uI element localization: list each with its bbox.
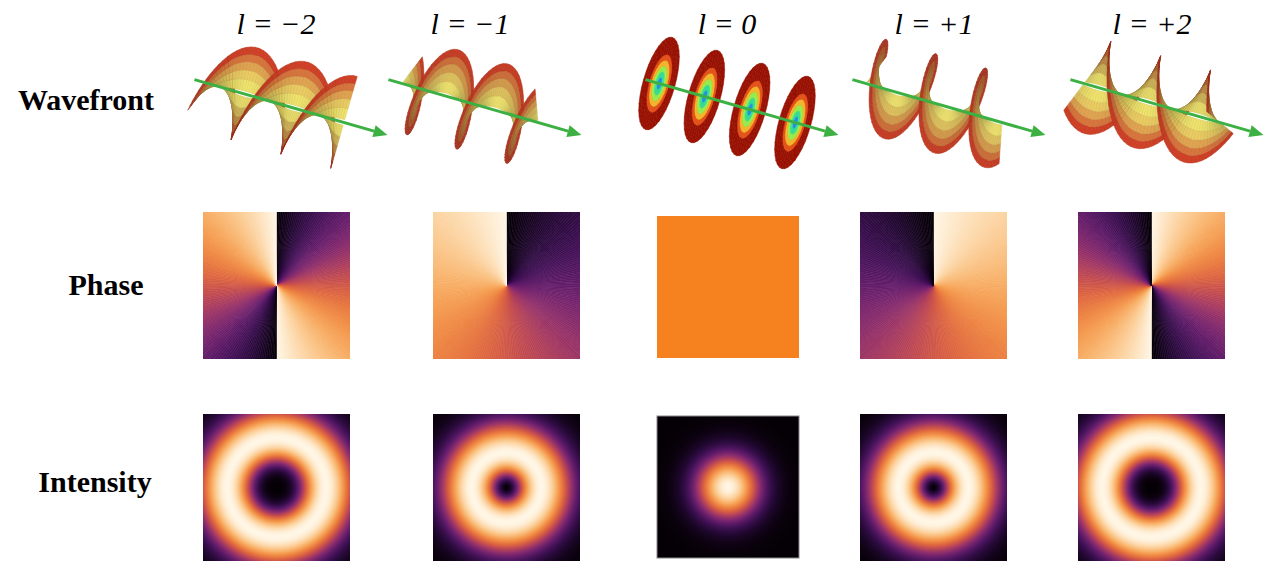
wavefront-facet [190, 98, 196, 105]
wavefront-facet [233, 79, 236, 89]
phase-map [657, 216, 799, 358]
intensity-map [860, 414, 1007, 561]
phase-map [157, 166, 397, 406]
wavefront-facet [233, 71, 236, 80]
wavefront-surface [188, 47, 358, 169]
wavefront-facet [282, 85, 285, 93]
arrow-head [372, 125, 387, 137]
wavefront-facet [230, 79, 233, 88]
wavefront-facet [331, 100, 334, 108]
phase-map [387, 166, 627, 406]
intensity-map [203, 414, 350, 561]
phase-map [1032, 166, 1267, 406]
intensity-map [1078, 414, 1225, 561]
intensity-map [433, 414, 580, 561]
wavefront-surface [403, 49, 538, 163]
intensity-map [657, 416, 799, 558]
wavefront-facet [334, 99, 338, 108]
phase-map [814, 166, 1054, 406]
phase-flat [657, 216, 799, 358]
wavefront-facet [331, 108, 334, 117]
wavefront-facet [282, 93, 285, 103]
